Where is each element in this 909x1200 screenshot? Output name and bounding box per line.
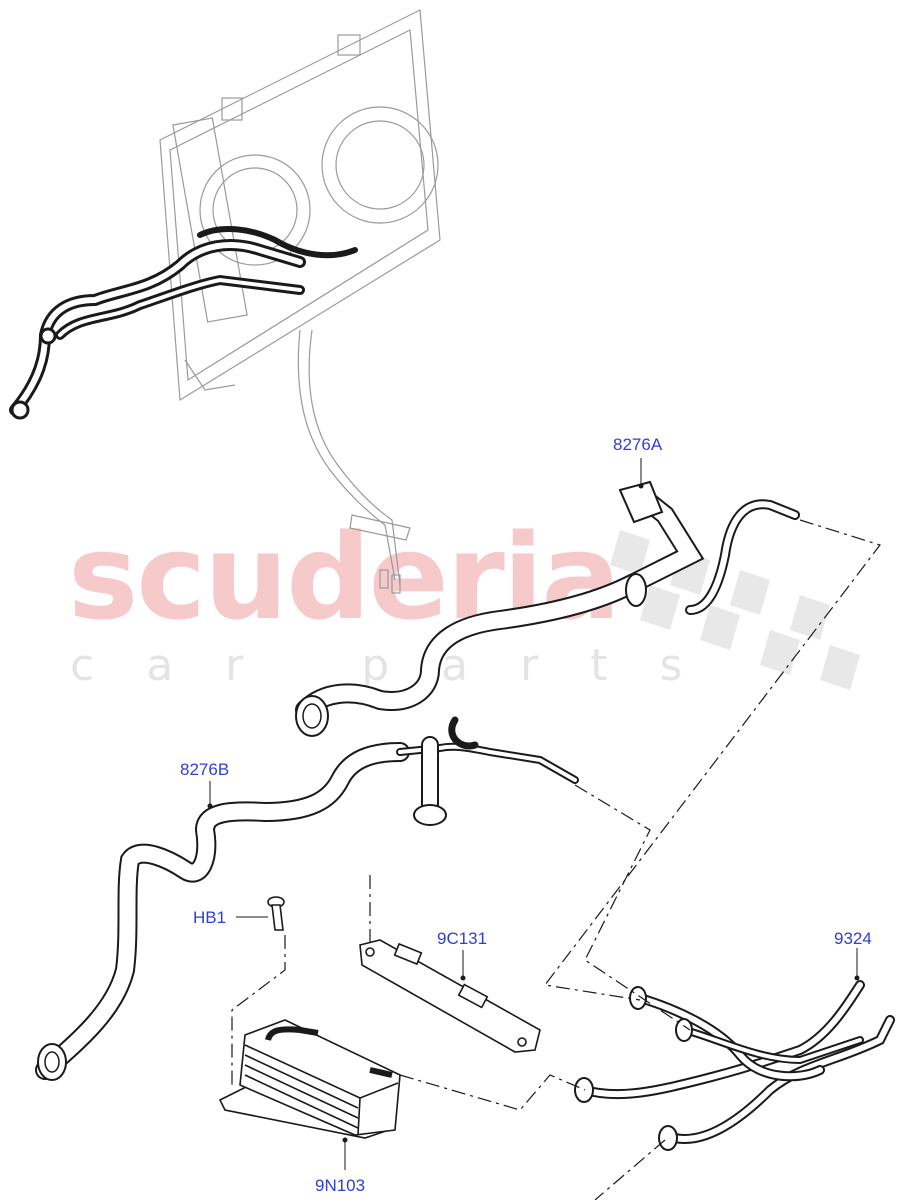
bracket-9C131 bbox=[359, 939, 541, 1053]
radiator-hoses-highlight bbox=[9, 226, 358, 420]
assembly-lines bbox=[231, 519, 881, 1200]
callout-9324: 9324 bbox=[834, 929, 872, 948]
callout-HB1: HB1 bbox=[193, 908, 227, 927]
radiator-assembly bbox=[159, 9, 441, 594]
oil-cooler-9N103 bbox=[218, 1019, 401, 1139]
watermark-flag-icon bbox=[610, 530, 860, 690]
leader-lines bbox=[207, 458, 860, 1170]
callout-9C131: 9C131 bbox=[437, 929, 488, 948]
callout-8276B: 8276B bbox=[180, 760, 230, 779]
pipes-9324 bbox=[574, 980, 895, 1151]
callout-8276A: 8276A bbox=[613, 435, 663, 454]
bolt-HB1 bbox=[267, 896, 285, 931]
hose-8276A bbox=[295, 480, 800, 737]
hose-8276B bbox=[35, 716, 579, 1081]
callout-9N103: 9N103 bbox=[315, 1176, 366, 1195]
